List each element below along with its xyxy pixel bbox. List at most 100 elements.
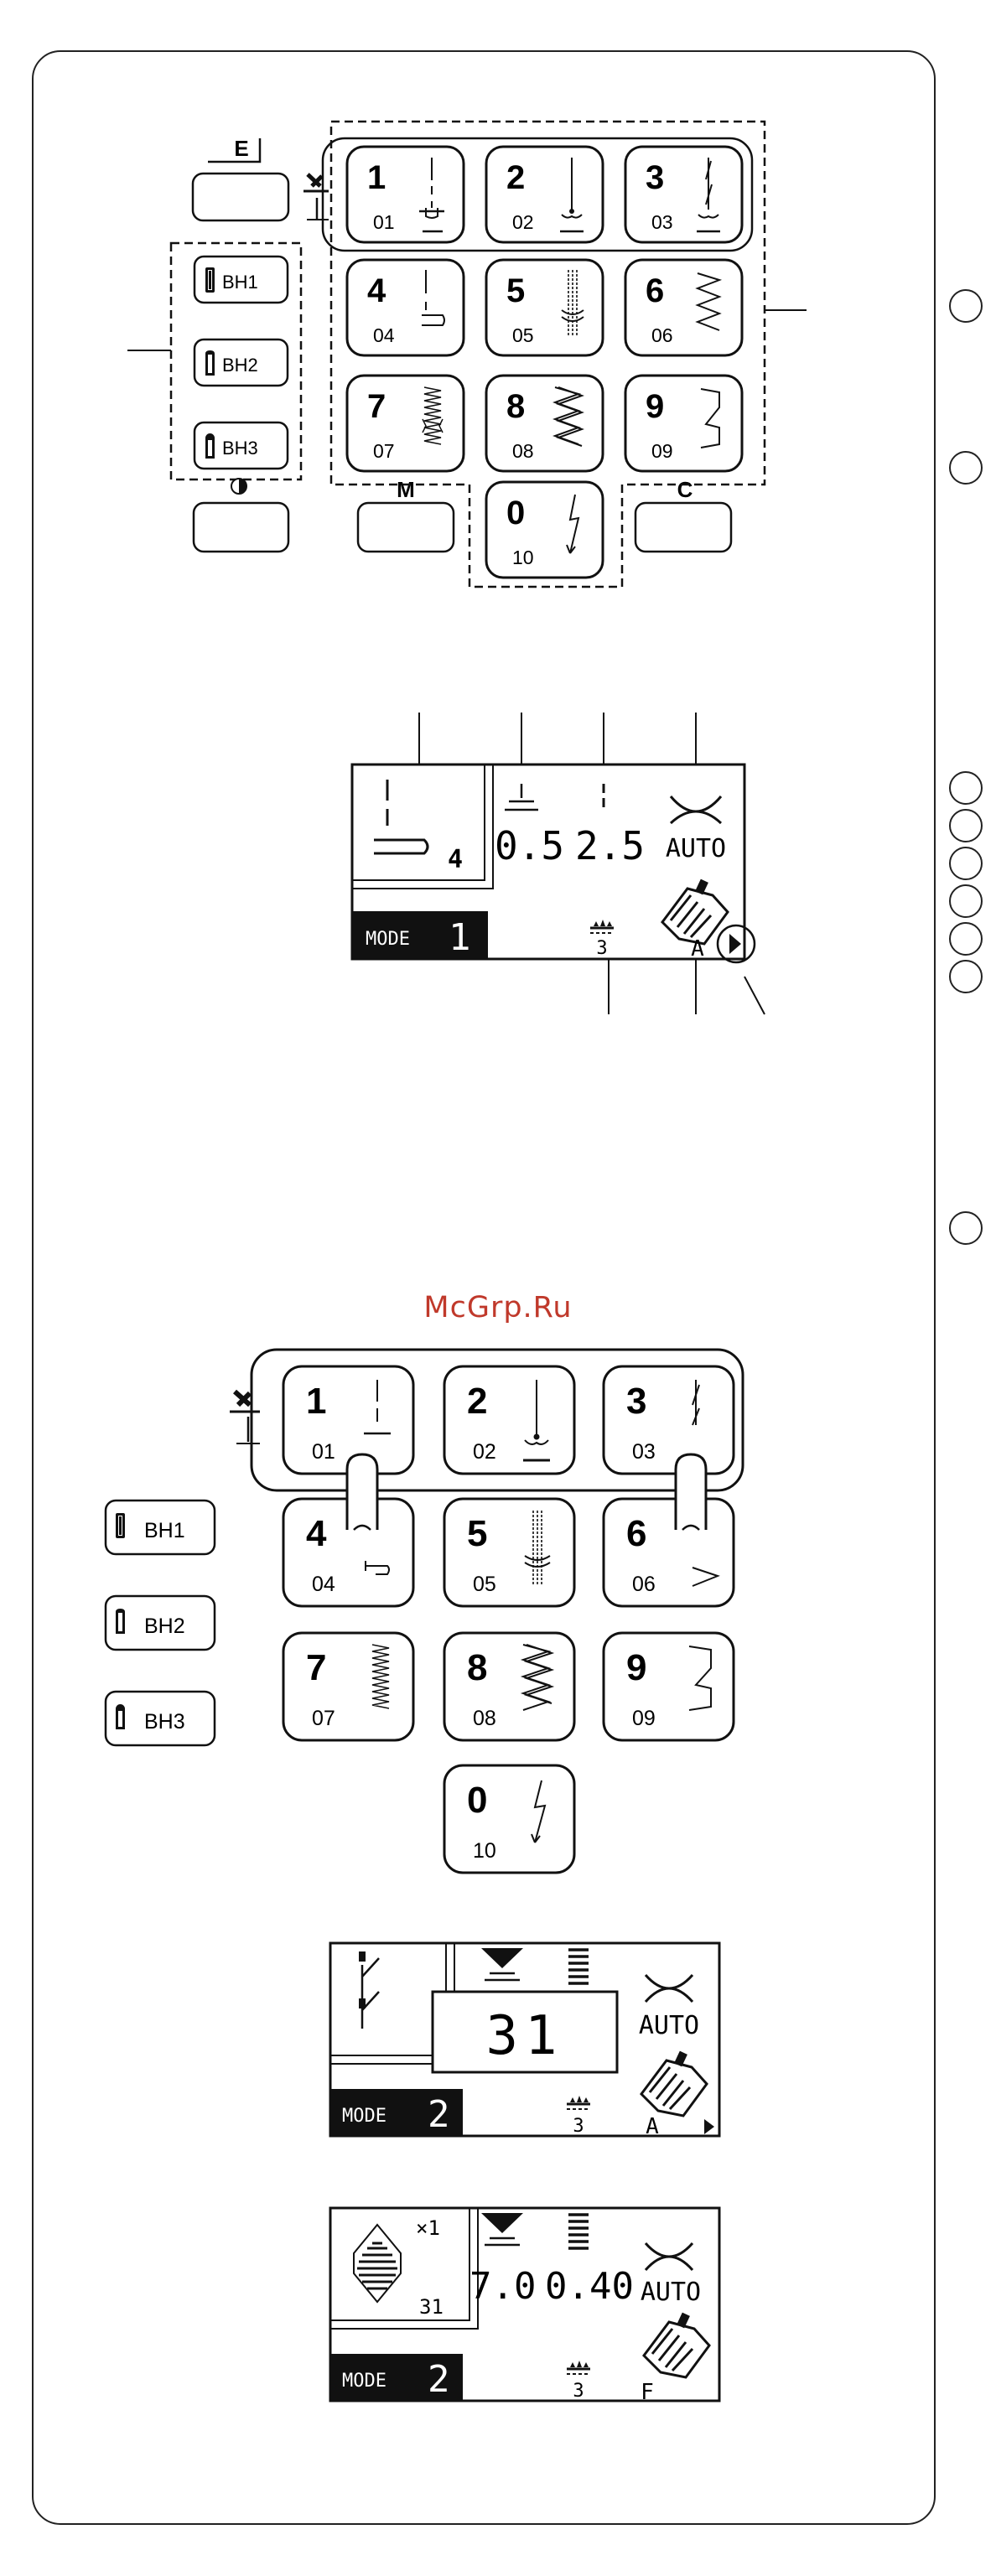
lcd-display-mode1: 4 0.5 2.5 AUTO MODE 1 3 A <box>352 713 765 1014</box>
lcd-repeat-count: ×1 <box>416 2216 440 2240</box>
top-control-panel: E BH1 BH2 BH3 <box>127 122 807 587</box>
svg-text:07: 07 <box>312 1707 335 1730</box>
svg-text:9: 9 <box>646 388 664 425</box>
svg-text:1: 1 <box>306 1381 326 1422</box>
lcd-feed-digit: 3 <box>573 2116 584 2137</box>
svg-text:6: 6 <box>646 272 664 309</box>
memory-key-label: M <box>397 477 415 502</box>
lcd-pattern-number: 31 <box>419 2295 444 2319</box>
svg-text:2: 2 <box>506 159 525 196</box>
pattern-button-8[interactable]: 8 08 <box>444 1633 574 1740</box>
pattern-button-5[interactable]: 5 05 <box>444 1499 574 1606</box>
svg-text:8: 8 <box>467 1647 487 1688</box>
svg-text:7: 7 <box>367 388 386 425</box>
svg-text:0: 0 <box>506 495 525 531</box>
pattern-button-6[interactable]: 6 06 <box>604 1499 734 1606</box>
bh3-button[interactable]: BH3 <box>106 1692 215 1745</box>
lcd-mode-word: MODE <box>342 2106 386 2127</box>
lcd-mode-word: MODE <box>366 929 410 950</box>
lcd-length-value: 2.5 <box>575 823 645 868</box>
svg-text:2: 2 <box>467 1381 487 1422</box>
pattern-button-6[interactable]: 6 06 <box>625 260 742 355</box>
pattern-button-0[interactable]: 0 10 <box>444 1765 574 1873</box>
lcd-display-mode2-entry: 31 AUTO MODE 2 3 A <box>330 1943 719 2139</box>
lcd-feed-digit: 3 <box>573 2381 584 2402</box>
svg-text:10: 10 <box>473 1839 496 1863</box>
bh2-button[interactable]: BH2 <box>195 339 288 386</box>
pattern-button-5[interactable]: 5 05 <box>486 260 603 355</box>
needle-icon <box>230 1392 260 1443</box>
lcd-foot-letter: F <box>641 2380 654 2405</box>
svg-text:09: 09 <box>632 1707 656 1730</box>
pattern-button-2[interactable]: 2 02 <box>486 147 603 242</box>
svg-text:5: 5 <box>506 272 525 309</box>
needle-icon <box>303 174 329 220</box>
leader-line <box>609 956 765 1014</box>
svg-text:03: 03 <box>651 211 673 233</box>
svg-text:04: 04 <box>373 324 395 346</box>
svg-text:01: 01 <box>312 1440 335 1464</box>
svg-text:02: 02 <box>473 1440 496 1464</box>
finger-press-icon <box>347 1454 377 1530</box>
svg-text:08: 08 <box>473 1707 496 1730</box>
svg-text:8: 8 <box>506 388 525 425</box>
svg-text:09: 09 <box>651 440 673 462</box>
bh2-button[interactable]: BH2 <box>106 1596 215 1650</box>
svg-text:BH3: BH3 <box>144 1710 185 1734</box>
svg-text:06: 06 <box>632 1573 656 1596</box>
svg-text:04: 04 <box>312 1573 335 1596</box>
svg-text:01: 01 <box>373 211 395 233</box>
svg-text:7: 7 <box>306 1647 326 1688</box>
pattern-button-3[interactable]: 3 03 <box>625 147 742 242</box>
lcd-tension-value: AUTO <box>639 2011 699 2040</box>
memory-button[interactable] <box>358 503 454 552</box>
svg-text:4: 4 <box>367 272 386 309</box>
svg-text:0: 0 <box>467 1780 487 1821</box>
pattern-button-1[interactable]: 1 01 <box>347 147 464 242</box>
svg-text:3: 3 <box>626 1381 646 1422</box>
lcd-pattern-digit: 4 <box>448 845 463 874</box>
pattern-button-1[interactable]: 1 01 <box>283 1366 413 1474</box>
pattern-button-7[interactable]: 7 07 <box>347 376 464 471</box>
lcd-mode-word: MODE <box>342 2371 386 2392</box>
svg-text:3: 3 <box>646 159 664 196</box>
bh1-button[interactable]: BH1 <box>106 1501 215 1554</box>
svg-text:9: 9 <box>626 1647 646 1688</box>
svg-text:03: 03 <box>632 1440 656 1464</box>
svg-text:02: 02 <box>512 211 534 233</box>
lcd-pattern-number: 31 <box>485 2005 563 2067</box>
lcd-tension-value: AUTO <box>666 834 726 863</box>
lcd-mode-number: 1 <box>449 916 471 959</box>
pattern-button-7[interactable]: 7 07 <box>283 1633 413 1740</box>
svg-text:07: 07 <box>373 440 395 462</box>
pattern-button-9[interactable]: 9 09 <box>604 1633 734 1740</box>
clear-key-label: C <box>677 477 693 502</box>
pattern-button-8[interactable]: 8 08 <box>486 376 603 471</box>
svg-text:BH2: BH2 <box>222 355 258 376</box>
lcd-width-value: 7.0 <box>469 2265 536 2308</box>
svg-text:05: 05 <box>473 1573 496 1596</box>
clear-button[interactable] <box>635 503 731 552</box>
contrast-button[interactable] <box>194 503 288 552</box>
svg-text:BH3: BH3 <box>222 438 258 459</box>
edit-button[interactable] <box>193 174 288 220</box>
pattern-button-4[interactable]: 4 04 <box>347 260 464 355</box>
bh3-button[interactable]: BH3 <box>195 422 288 469</box>
svg-text:1: 1 <box>367 159 386 196</box>
finger-press-icon <box>676 1454 706 1530</box>
svg-text:06: 06 <box>651 324 673 346</box>
pattern-button-2[interactable]: 2 02 <box>444 1366 574 1474</box>
lcd-mode-number: 2 <box>428 2358 450 2401</box>
bh1-button[interactable]: BH1 <box>195 257 288 303</box>
lcd-length-value: 0.40 <box>545 2265 634 2308</box>
pattern-button-0[interactable]: 0 10 <box>486 482 603 578</box>
pattern-button-9[interactable]: 9 09 <box>625 376 742 471</box>
svg-text:5: 5 <box>467 1513 487 1554</box>
svg-text:05: 05 <box>512 324 534 346</box>
svg-text:10: 10 <box>512 547 534 568</box>
pattern-button-3[interactable]: 3 03 <box>604 1366 734 1474</box>
contrast-icon <box>231 479 246 494</box>
svg-text:6: 6 <box>626 1513 646 1554</box>
lcd-foot-letter: A <box>691 936 704 961</box>
lcd-foot-letter: A <box>646 2114 659 2139</box>
